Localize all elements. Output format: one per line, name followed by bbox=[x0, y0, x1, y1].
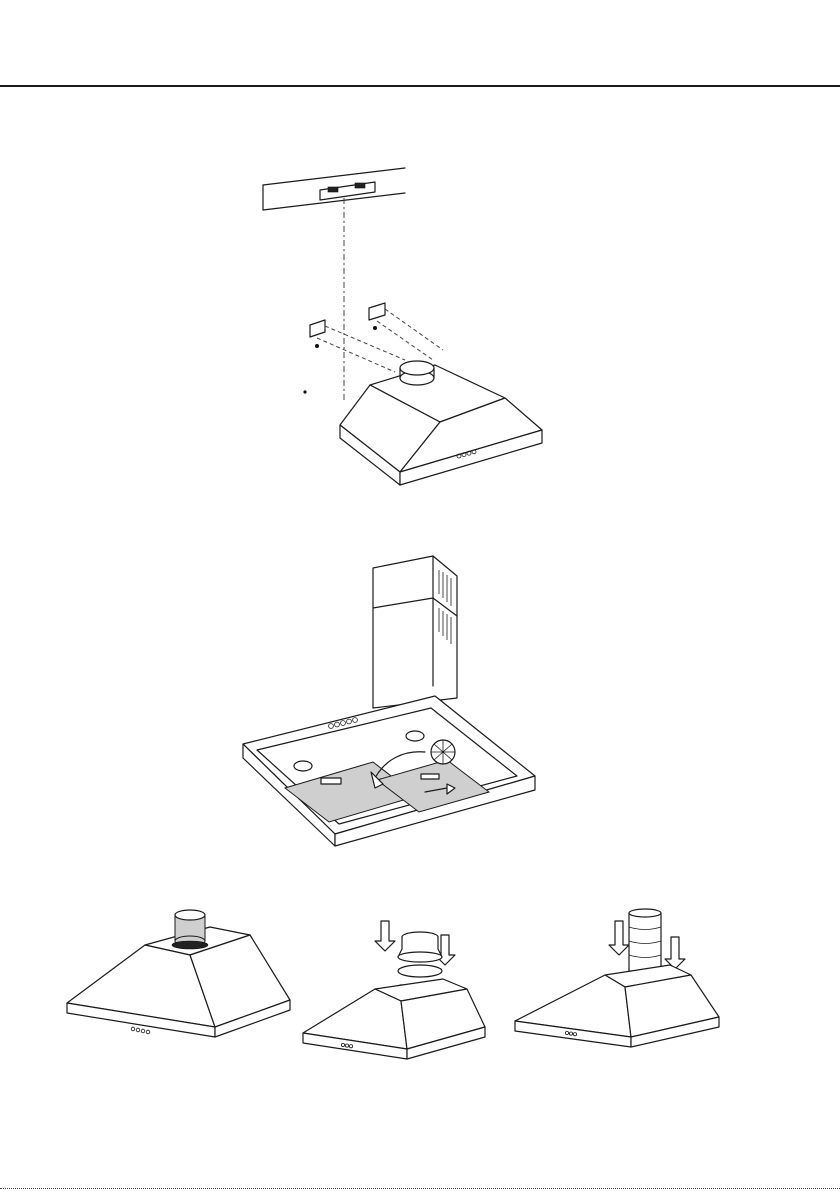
chimney-hood-filter-illustration bbox=[225, 548, 565, 850]
flexible-pipe-arrows-illustration bbox=[505, 905, 725, 1060]
down-arrow-icon bbox=[609, 921, 629, 955]
hood-with-duct-illustration bbox=[55, 905, 295, 1065]
ceiling-bracket-hood-illustration bbox=[245, 160, 565, 490]
down-arrow-icon bbox=[665, 937, 685, 969]
adapter-fitting-arrows-illustration bbox=[295, 915, 490, 1060]
filter-removal-figure bbox=[225, 548, 565, 850]
footer-rule bbox=[0, 1188, 840, 1189]
down-arrow-icon bbox=[375, 921, 395, 951]
bracket-mounting-figure bbox=[245, 160, 565, 490]
control-buttons bbox=[131, 1027, 150, 1034]
duct-adapter-fitting-figure bbox=[295, 915, 490, 1060]
header-rule bbox=[0, 85, 840, 87]
duct-hood-with-pipe-figure bbox=[55, 905, 295, 1065]
duct-flexible-pipe-figure bbox=[505, 905, 725, 1060]
